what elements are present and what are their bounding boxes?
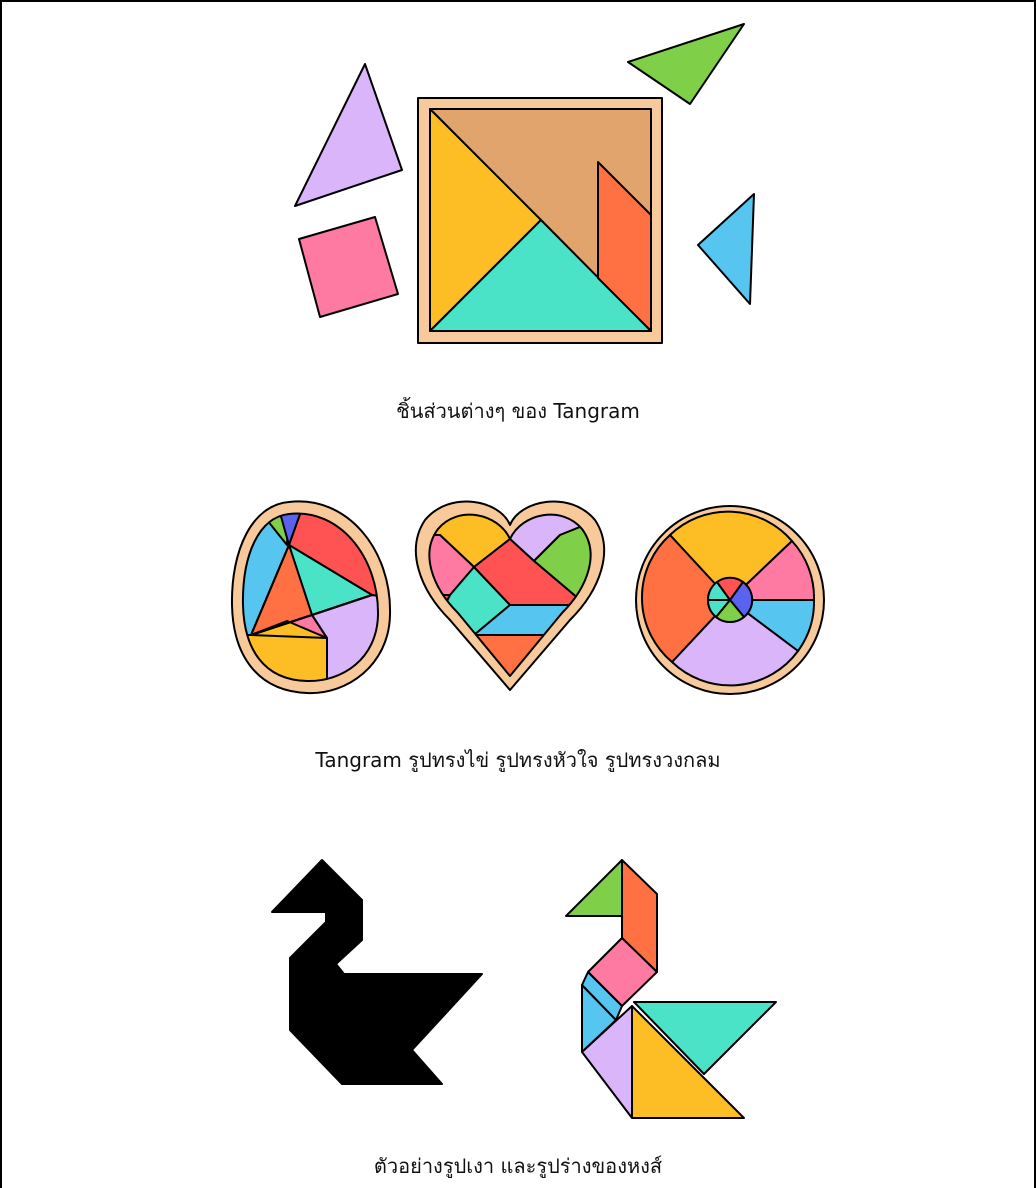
swan-green-triangle [565,859,623,917]
circle-tangram-icon [635,505,825,695]
caption-swan: ตัวอย่างรูปเงา และรูปร่างของหงส์ [373,1154,663,1178]
tangram-square-icon [294,23,755,344]
egg-tangram-icon [230,500,392,695]
teal-triangle-piece [429,219,652,332]
swan-teal-triangle [633,1001,777,1075]
swan-silhouette [271,859,483,1085]
green-triangle-piece [627,23,745,105]
swan-blue-triangle-2 [581,971,623,1021]
swan-silhouette-icon [271,859,483,1085]
caption-shapes: Tangram รูปทรงไข่ รูปทรงหัวใจ รูปทรงวงกล… [315,748,721,772]
pink-square-piece [298,216,399,318]
heart-tangram-icon [414,500,606,691]
blue-triangle-piece [697,193,755,305]
orange-parallelogram-piece [597,161,652,332]
swan-yellow-triangle [631,1005,745,1119]
caption-pieces: ชิ้นส่วนต่างๆ ของ Tangram [396,399,640,423]
purple-triangle-piece [294,63,403,207]
swan-tangram-icon [565,859,777,1119]
